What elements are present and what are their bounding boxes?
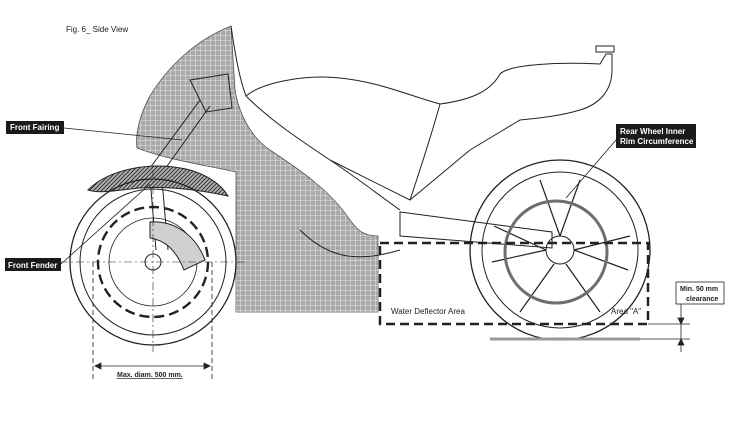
rear-rim-label-line1: Rear Wheel Inner	[620, 127, 685, 136]
rear-rim-callout: Rear Wheel Inner Rim Circumference	[565, 124, 696, 199]
motorcycle-outline	[149, 25, 615, 258]
front-wheel	[60, 170, 246, 352]
clearance-label-line2: clearance	[686, 296, 718, 303]
figure-title: Fig. 6_ Side View	[66, 25, 128, 34]
front-fender-label: Front Fender	[8, 261, 57, 270]
rear-rim-circumference	[503, 199, 609, 305]
rear-rim-label-line2: Rim Circumference	[620, 137, 694, 146]
front-fairing-label: Front Fairing	[10, 123, 59, 132]
front-fairing-callout: Front Fairing	[6, 121, 183, 141]
max-diameter-label: Max. diam. 500 mm.	[117, 372, 183, 379]
area-a-box	[378, 241, 650, 326]
lower-shaded-strip	[236, 250, 378, 312]
clearance-box	[675, 281, 725, 305]
clearance-label-line1: Min. 50 mm	[680, 286, 718, 293]
max-diameter-dimension	[92, 262, 213, 380]
front-fender-callout: Front Fender	[5, 183, 151, 271]
front-fender-shape	[87, 165, 230, 197]
water-deflector-label: Water Deflector Area	[391, 307, 466, 316]
area-a-label: Area "A"	[611, 307, 641, 316]
